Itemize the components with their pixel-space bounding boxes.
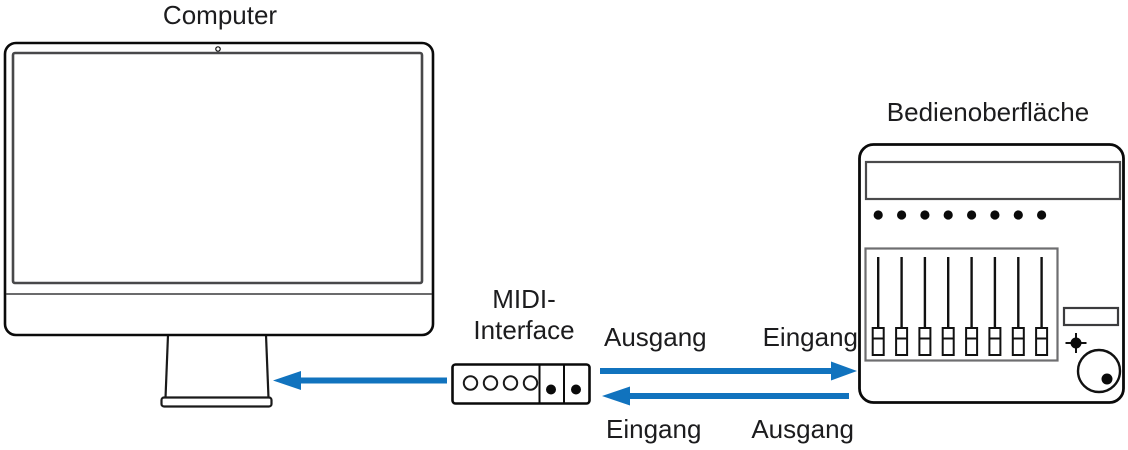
arrow-left-to-midi-icon [602, 386, 849, 406]
top-eingang-label: Eingang [762, 322, 858, 352]
button-dots [873, 210, 1047, 220]
jog-wheel [1076, 348, 1122, 394]
bottom-connection-labels: Eingang Ausgang [606, 414, 854, 444]
control-surface-label: Bedienoberfläche [886, 97, 1090, 127]
crosshair-control [1065, 333, 1087, 353]
top-ausgang-label: Ausgang [604, 322, 707, 352]
faders [871, 257, 1049, 356]
bottom-eingang-label: Eingang [606, 414, 702, 444]
midi-interface-label-line2: Interface [473, 315, 575, 345]
arrow-left-to-computer-icon [273, 371, 447, 390]
bottom-ausgang-label: Ausgang [751, 414, 854, 444]
computer-label: Computer [162, 0, 278, 30]
top-connection-labels: Ausgang Eingang [604, 322, 858, 352]
midi-interface-label-line1: MIDI- [492, 284, 556, 314]
computer-illustration-icon [3, 41, 435, 408]
arrow-right-to-surface-icon [600, 361, 857, 381]
midi-interface-label: MIDI- Interface [448, 284, 600, 346]
control-surface-illustration-icon [858, 143, 1125, 404]
midi-interface-illustration-icon [451, 363, 591, 405]
